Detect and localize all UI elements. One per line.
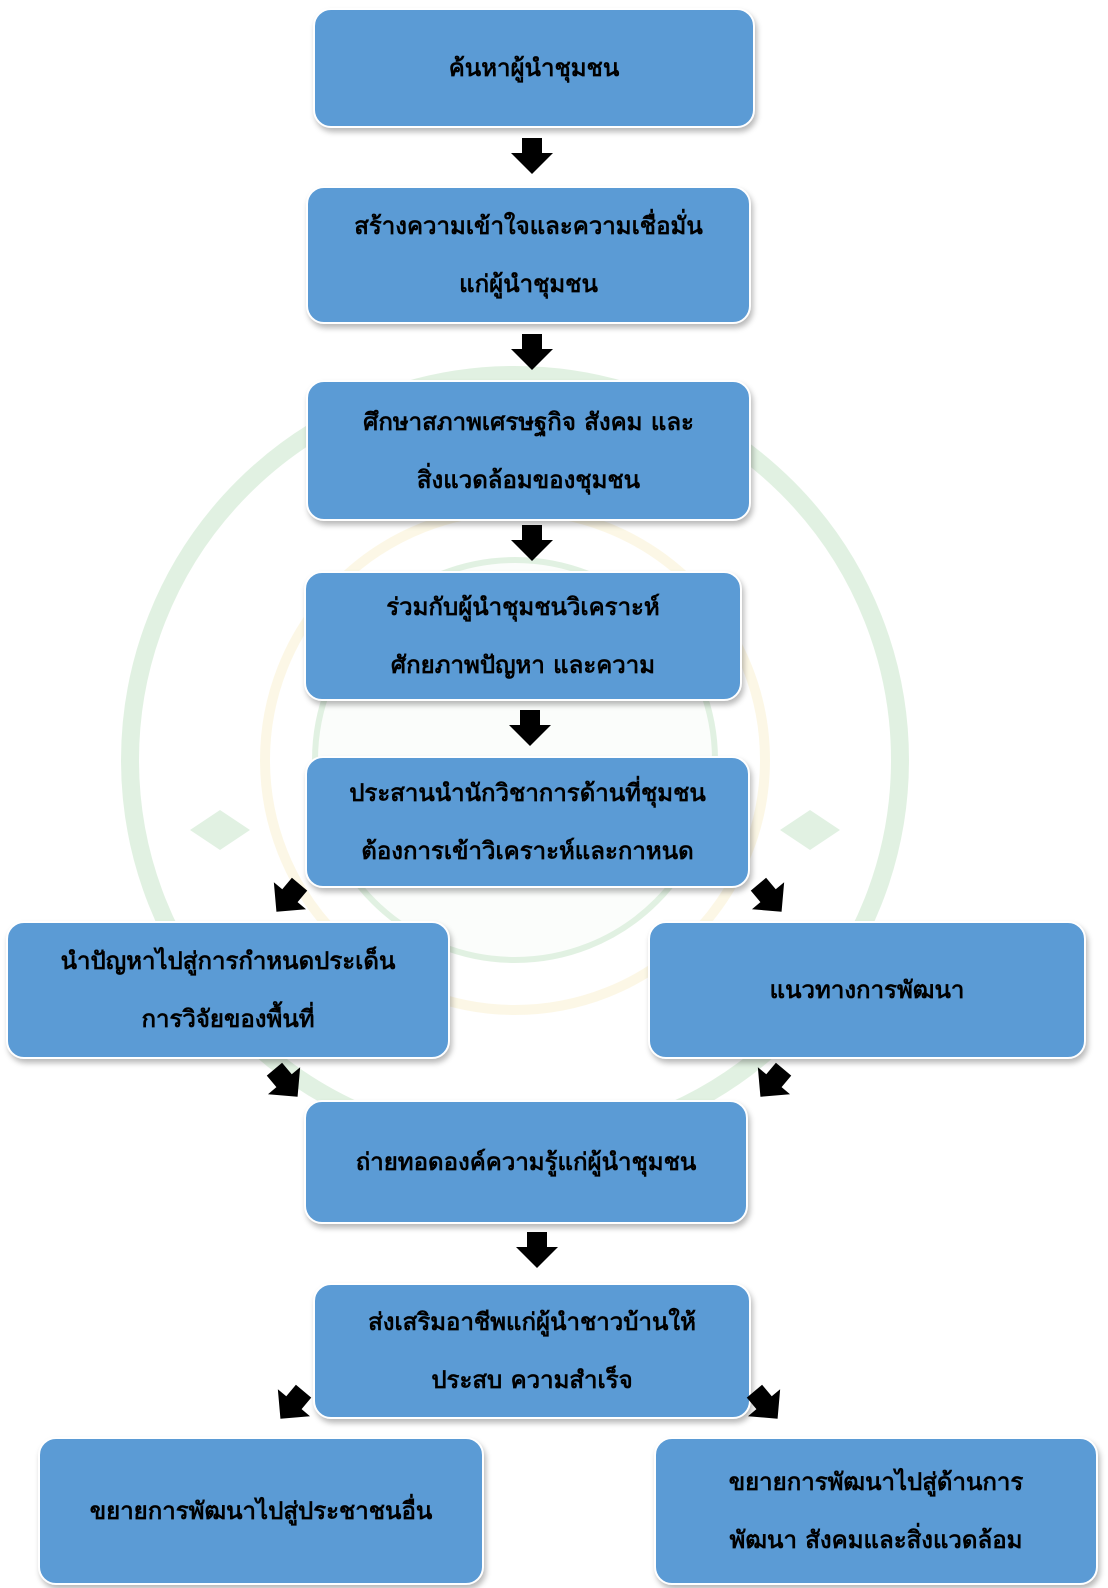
step-label: แนวทางการพัฒนา <box>769 976 965 1004</box>
step-label: ถ่ายทอดองค์ความรู้แก่ผู้นำชุมชน <box>355 1148 697 1176</box>
step-label: ขยายการพัฒนาไปสู่ด้านการ พัฒนา สังคมและส… <box>728 1468 1024 1554</box>
step-transfer-knowledge: ถ่ายทอดองค์ความรู้แก่ผู้นำชุมชน <box>304 1100 748 1224</box>
arrow-9-10 <box>264 1377 320 1433</box>
step-label: ร่วมกับผู้นำชุมชนวิเคราะห์ ศักยภาพปัญหา … <box>386 593 660 679</box>
step-research-issues: นำปัญหาไปสู่การกำหนดประเด็น การวิจัยของพ… <box>6 921 450 1059</box>
arrow-1-2 <box>511 138 553 174</box>
step-label: ส่งเสริมอาชีพแก่ผู้นำชาวบ้านให้ ประสบ คว… <box>368 1308 696 1394</box>
arrow-4-5 <box>509 710 551 746</box>
arrow-8-9 <box>516 1232 558 1268</box>
arrow-7-8 <box>744 1055 800 1111</box>
step-development-guidelines: แนวทางการพัฒนา <box>648 921 1086 1059</box>
step-label: สร้างความเข้าใจและความเชื่อมั่น แก่ผู้นำ… <box>354 212 703 298</box>
step-build-trust: สร้างความเข้าใจและความเชื่อมั่น แก่ผู้นำ… <box>306 186 751 324</box>
step-analyze-potential: ร่วมกับผู้นำชุมชนวิเคราะห์ ศักยภาพปัญหา … <box>304 571 742 701</box>
step-expand-people: ขยายการพัฒนาไปสู่ประชาชนอื่น <box>38 1437 484 1585</box>
step-label: นำปัญหาไปสู่การกำหนดประเด็น การวิจัยของพ… <box>60 947 396 1033</box>
arrow-2-3 <box>511 334 553 370</box>
arrow-9-11 <box>738 1377 794 1433</box>
arrow-5-7 <box>742 870 798 926</box>
step-expand-social-environment: ขยายการพัฒนาไปสู่ด้านการ พัฒนา สังคมและส… <box>654 1437 1098 1585</box>
arrow-5-6 <box>260 870 316 926</box>
step-study-conditions: ศึกษาสภาพเศรษฐกิจ สังคม และ สิ่งแวดล้อมข… <box>306 380 751 521</box>
arrow-3-4 <box>511 525 553 561</box>
step-label: ค้นหาผู้นำชุมชน <box>448 54 620 82</box>
step-label: ศึกษาสภาพเศรษฐกิจ สังคม และ สิ่งแวดล้อมข… <box>363 407 694 494</box>
step-promote-careers: ส่งเสริมอาชีพแก่ผู้นำชาวบ้านให้ ประสบ คว… <box>313 1283 751 1419</box>
step-find-leaders: ค้นหาผู้นำชุมชน <box>313 8 755 128</box>
step-label: ขยายการพัฒนาไปสู่ประชาชนอื่น <box>89 1497 433 1525</box>
step-label: ประสานนำนักวิชาการด้านที่ชุมชน ต้องการเข… <box>349 779 706 865</box>
step-coordinate-academics: ประสานนำนักวิชาการด้านที่ชุมชน ต้องการเข… <box>305 756 750 888</box>
arrow-6-8 <box>258 1055 314 1111</box>
